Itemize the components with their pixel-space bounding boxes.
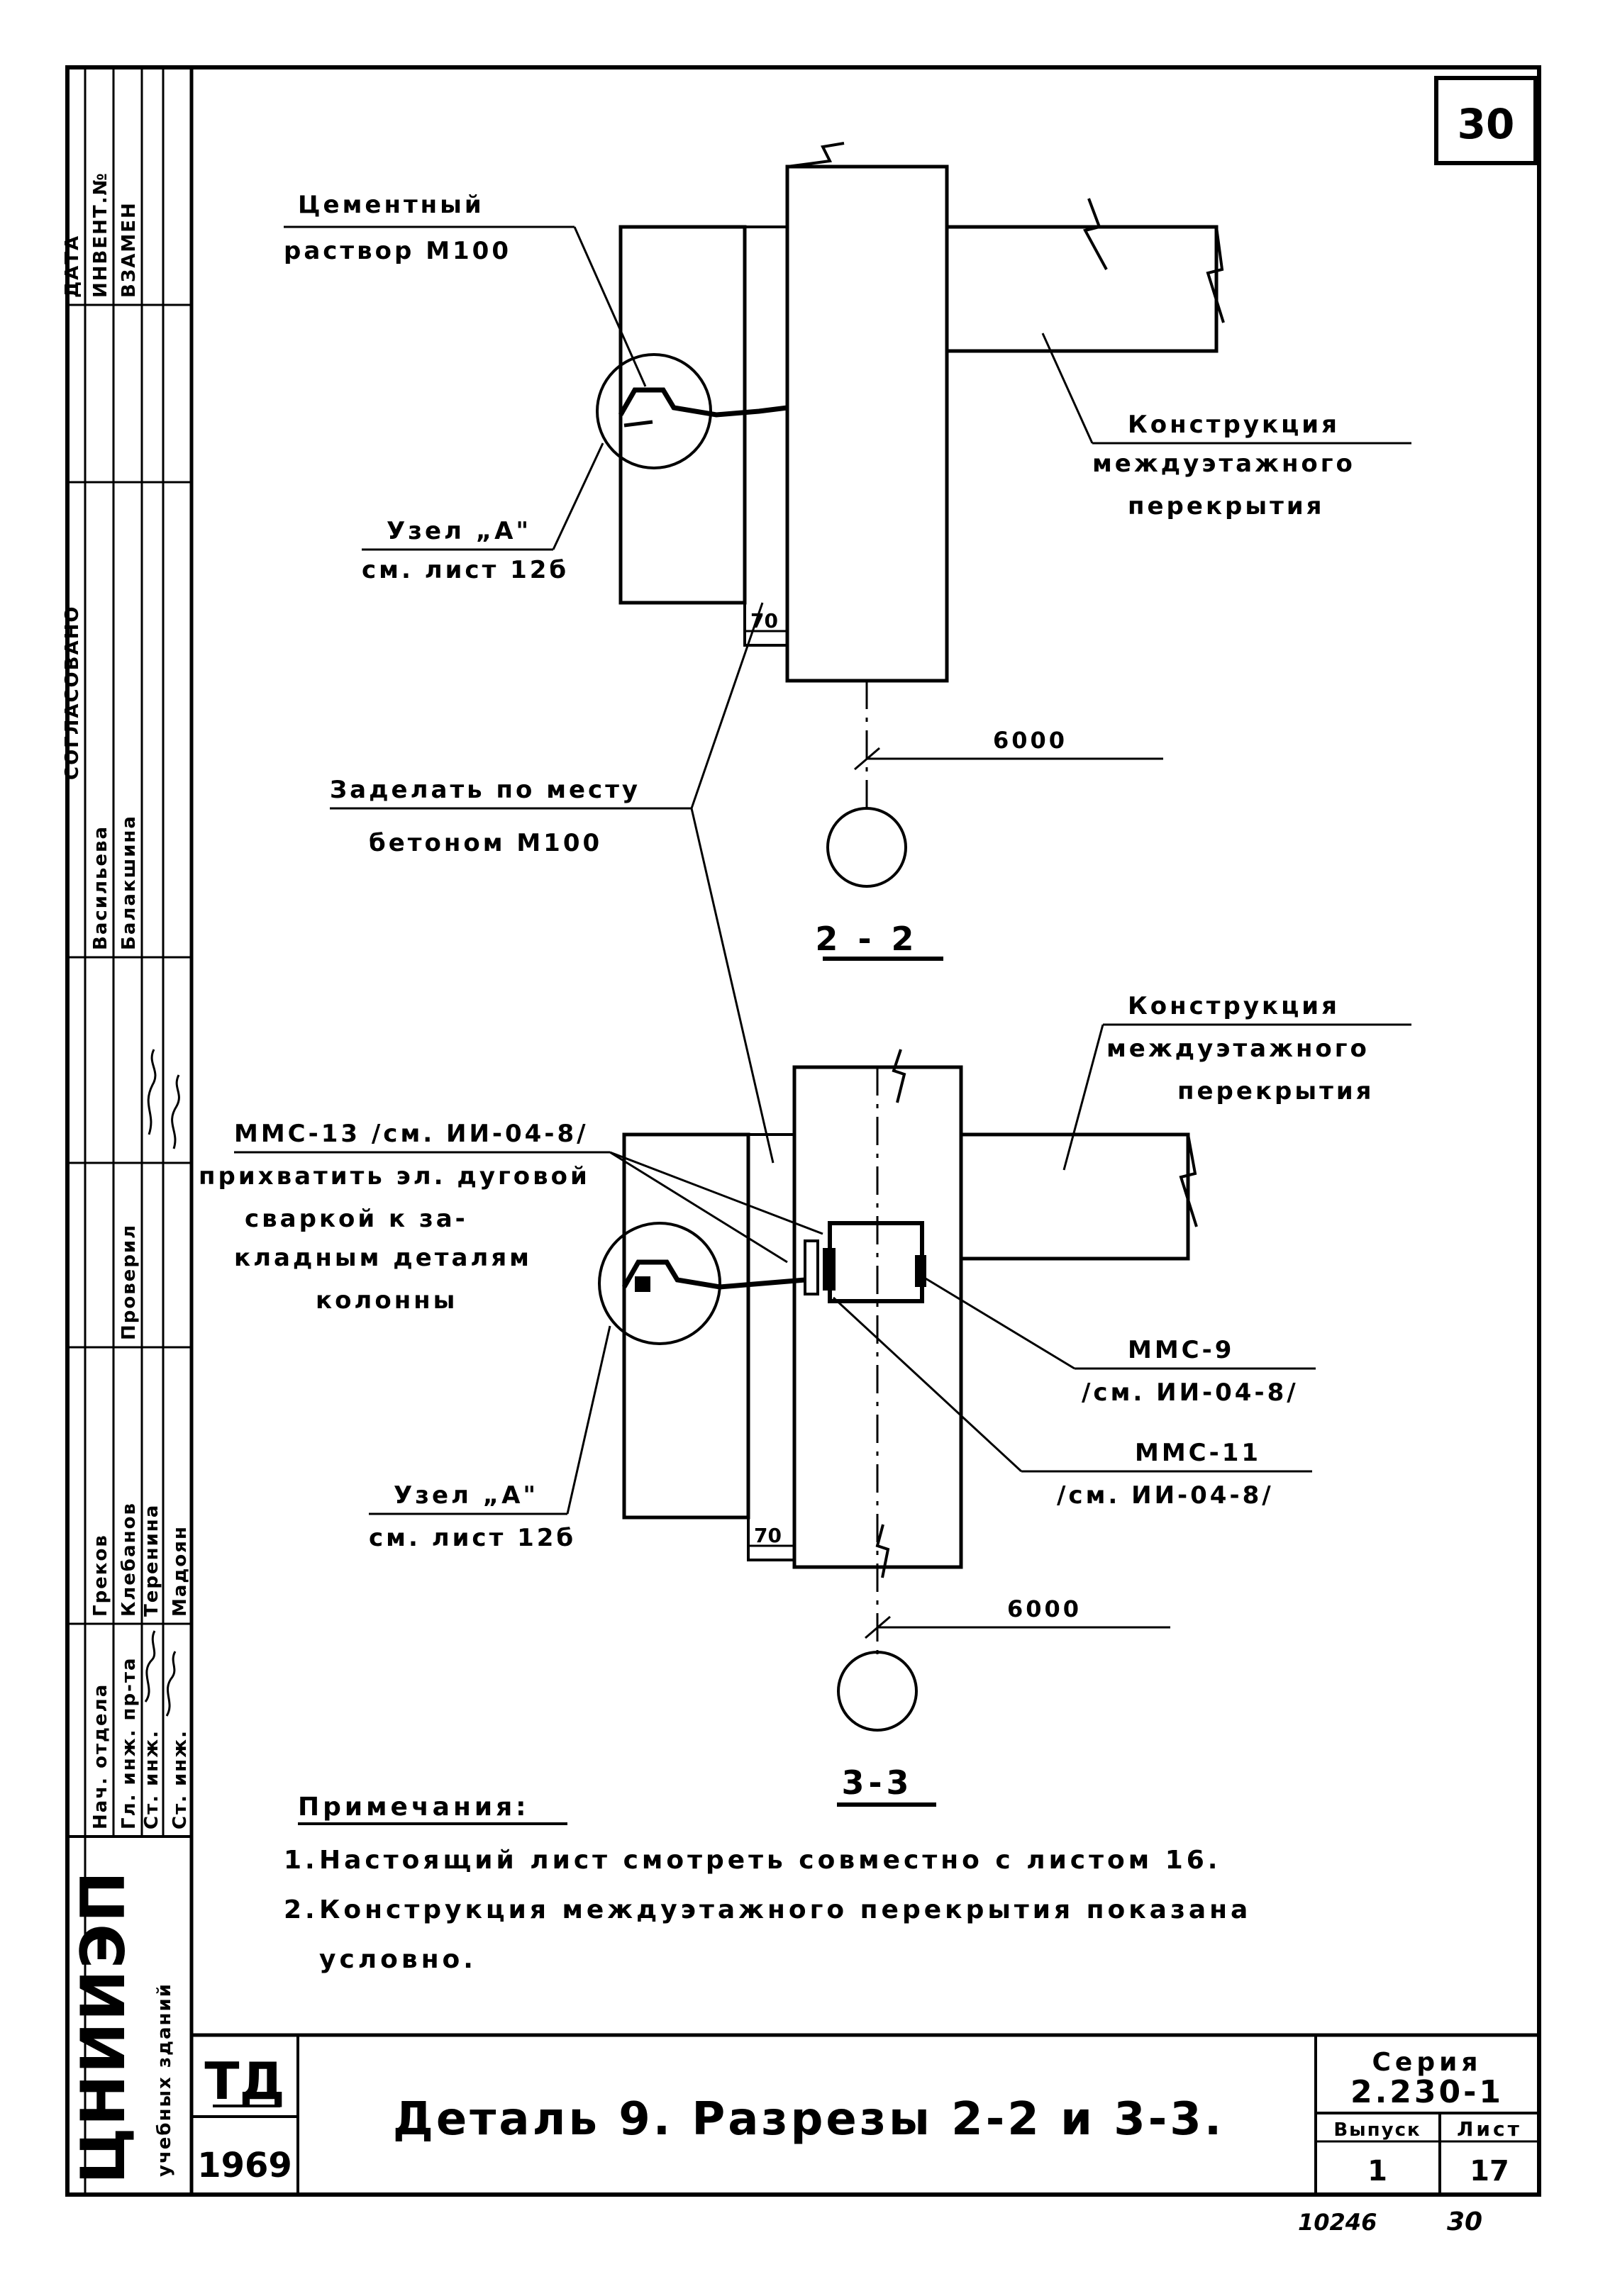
stamp-instead: ВЗАМЕН: [118, 201, 140, 298]
stamp-date: ДАТА: [62, 235, 83, 298]
note-2-num: 2.: [284, 1895, 318, 1924]
stamp-checker: Балакшина: [118, 815, 140, 950]
node-label-2-2-1: Узел „А": [387, 517, 531, 545]
floor-label-3-3-3: перекрытия: [1177, 1077, 1374, 1105]
title-block: [189, 2033, 1541, 2197]
side-stamp: ДАТА ИНВЕНТ.№ ВЗАМЕН СОГЛАСОВАНО Василье…: [62, 67, 192, 2195]
sheet-label: Лист: [1457, 2117, 1522, 2141]
concrete-note-1: Заделать по месту: [330, 776, 640, 804]
series-label: Серия: [1372, 2048, 1482, 2077]
note-2-line1: Конструкция междуэтажного перекрытия пок…: [319, 1895, 1251, 1924]
archive-number: 10246: [1298, 2209, 1377, 2236]
mms11-label-1: ММС-11: [1135, 1439, 1261, 1467]
weld-label-2: сваркой к за-: [245, 1205, 468, 1233]
stamp-checker-head: Васильева: [90, 825, 111, 950]
stamp-role-2: Гл. инж. пр-та: [118, 1656, 140, 1829]
org-name: ЦНИИЭП: [68, 1870, 139, 2184]
mms9-label-1: ММС-9: [1128, 1336, 1234, 1364]
axis-circle-2-2: [826, 807, 907, 888]
section-title-2-2: 2 - 2: [815, 920, 918, 958]
stamp-name-3: Теренина: [141, 1504, 162, 1617]
page-number: 30: [1447, 2207, 1482, 2236]
org-subtitle: учебных зданий: [154, 1983, 175, 2177]
weld-label-1: прихватить эл. дуговой: [199, 1162, 590, 1191]
note-2-line2: условно.: [319, 1945, 477, 1974]
mortar-label-1: Цементный: [298, 191, 484, 219]
section-3-3-drawing: [598, 1049, 1198, 1732]
dim-70-3-3: 70: [754, 1524, 782, 1547]
mms13-label: ММС-13 /см. ИИ-04-8/: [234, 1120, 589, 1148]
drawing-title: Деталь 9. Разрезы 2-2 и 3-3.: [393, 2093, 1224, 2146]
sheet-number-box: [1434, 76, 1538, 165]
issue-label: Выпуск: [1333, 2119, 1421, 2141]
mms11-label-2: /см. ИИ-04-8/: [1057, 1481, 1274, 1510]
issue-value: 1: [1367, 2155, 1387, 2188]
stamp-name-4: Мадоян: [170, 1525, 191, 1617]
year: 1969: [197, 2146, 292, 2185]
floor-label-2-2-3: перекрытия: [1128, 492, 1324, 520]
floor-label-3-3-2: междуэтажного: [1106, 1035, 1370, 1063]
floor-label-2-2-2: междуэтажного: [1092, 450, 1355, 478]
stamp-inventory: ИНВЕНТ.№: [90, 172, 111, 298]
notes-heading: Примечания:: [298, 1793, 530, 1822]
stamp-checked: Проверил: [118, 1224, 140, 1340]
concrete-note-2: бетоном М100: [369, 829, 602, 857]
floor-label-3-3-1: Конструкция: [1128, 992, 1340, 1020]
dim-70-2-2: 70: [750, 609, 778, 632]
stamp-name-1: Греков: [90, 1534, 111, 1617]
td-mark: ТД: [204, 2051, 284, 2111]
dim-6000-3-3: 6000: [1007, 1595, 1082, 1622]
sheet-value: 17: [1470, 2155, 1509, 2188]
dim-6000-2-2: 6000: [993, 727, 1067, 754]
stamp-role-1: Нач. отдела: [90, 1683, 111, 1829]
section-title-3-3: 3-3: [841, 1763, 913, 1802]
stamp-agreed: СОГЛАСОВАНО: [62, 606, 83, 780]
section-2-2-drawing: [596, 142, 1225, 888]
stamp-name-2: Клебанов: [118, 1502, 140, 1617]
stamp-role-3: Ст. инж.: [141, 1729, 162, 1829]
weld-label-4: колонны: [316, 1286, 457, 1315]
mortar-label-2: раствор М100: [284, 237, 511, 265]
node-label-3-3-1: Узел „А": [394, 1481, 538, 1510]
floor-label-2-2-1: Конструкция: [1128, 411, 1340, 439]
node-label-3-3-2: см. лист 12б: [369, 1524, 576, 1552]
note-1-num: 1.: [284, 1846, 318, 1875]
stamp-role-4: Ст. инж.: [170, 1729, 191, 1829]
note-1-text: Настоящий лист смотреть совместно с лист…: [319, 1846, 1221, 1875]
sheet-number: 30: [1458, 100, 1515, 148]
series-value: 2.230-1: [1350, 2074, 1504, 2110]
mms9-label-2: /см. ИИ-04-8/: [1082, 1378, 1299, 1407]
node-label-2-2-2: см. лист 12б: [362, 556, 569, 584]
weld-label-3: кладным деталям: [234, 1244, 532, 1272]
axis-circle-3-3: [837, 1651, 918, 1732]
